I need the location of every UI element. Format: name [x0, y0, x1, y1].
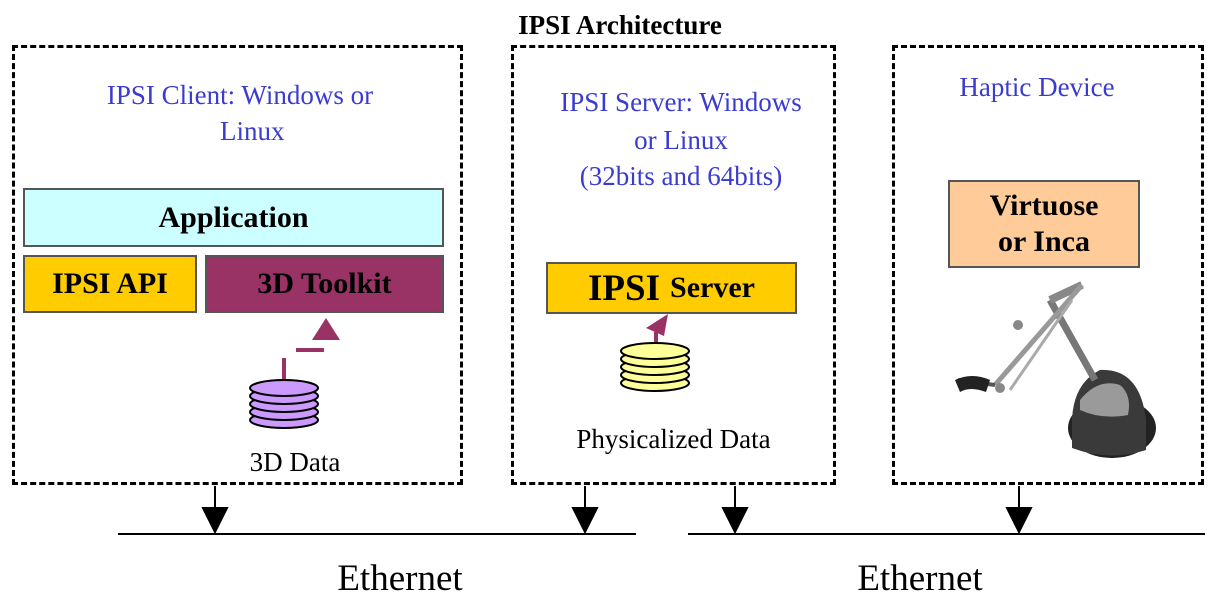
physicalized-data-disk-icon [620, 342, 690, 392]
server-heading-line1: IPSI Server: Windows [560, 87, 802, 117]
diagram-title: IPSI Architecture [518, 10, 722, 40]
client-heading-line1: IPSI Client: Windows or [106, 80, 374, 110]
ipsi-server-box: IPSI Server [546, 262, 797, 314]
3d-toolkit-box: 3D Toolkit [205, 255, 444, 313]
virtuose-box: Virtuose or Inca [948, 180, 1140, 268]
physicalized-data-label: Physicalized Data [576, 424, 771, 454]
3d-data-label: 3D Data [249, 447, 341, 477]
haptic-heading: Haptic Device [959, 72, 1115, 102]
network-drop-arrows [201, 486, 1033, 535]
toolkit-arrow-icon [282, 318, 340, 385]
server-heading-line3: (32bits and 64bits) [579, 161, 783, 191]
ethernet-label-left: Ethernet [337, 558, 463, 599]
haptic-device-image [955, 281, 1156, 458]
ethernet-label-right: Ethernet [857, 558, 983, 599]
3d-data-disk-icon [249, 379, 319, 429]
client-panel [12, 45, 463, 485]
server-panel [511, 45, 836, 485]
server-heading-line2: or Linux [634, 125, 728, 155]
ipsi-server-word1: IPSI [588, 267, 661, 309]
virtuose-line1: Virtuose [989, 189, 1099, 222]
virtuose-line2: or Inca [998, 225, 1090, 258]
haptic-panel [892, 45, 1204, 485]
client-heading-line2: Linux [220, 116, 285, 146]
application-box: Application [23, 188, 444, 247]
ipsi-api-box: IPSI API [23, 255, 197, 313]
ipsi-server-word2: Server [670, 271, 755, 304]
